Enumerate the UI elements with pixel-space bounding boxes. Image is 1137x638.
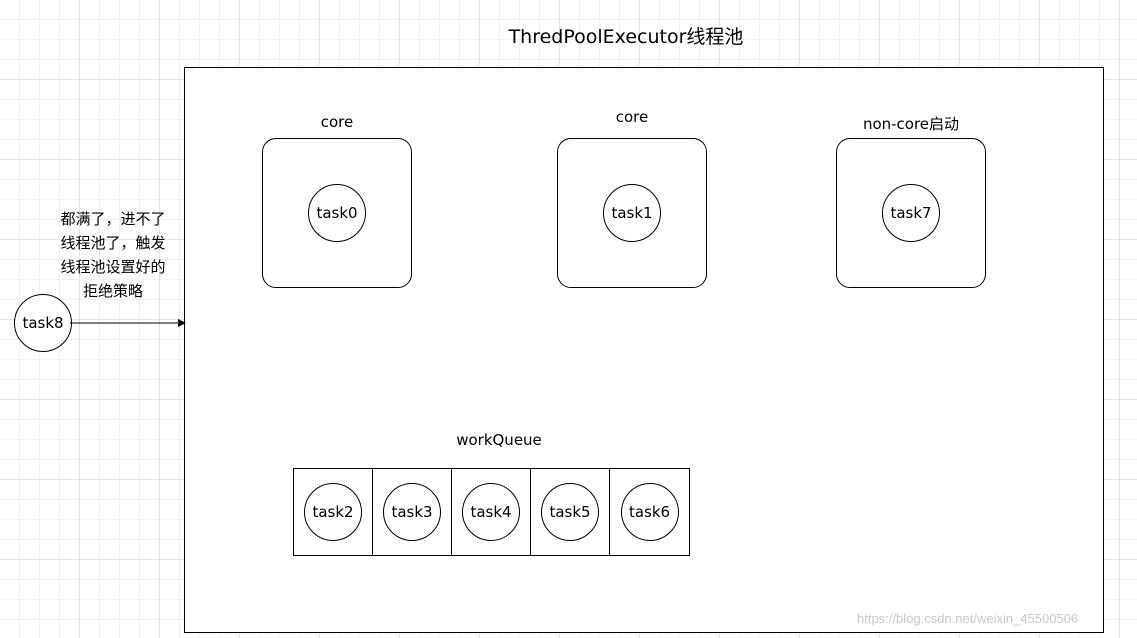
- work-queue: task2 task3 task4 task5 task6: [293, 468, 690, 556]
- rejection-note: 都满了，进不了线程池了，触发线程池设置好的拒绝策略: [60, 210, 166, 300]
- task-node-task3: task3: [383, 483, 441, 541]
- watermark: https://blog.csdn.net/weixin_45500506: [857, 611, 1079, 626]
- diagram-title: ThredPoolExecutor线程池: [508, 26, 744, 48]
- task-node-task1: task1: [603, 184, 661, 242]
- worker-label-core-2: core: [615, 108, 649, 126]
- work-queue-label: workQueue: [456, 431, 542, 449]
- task-node-task0: task0: [308, 184, 366, 242]
- task-node-task8: task8: [14, 294, 72, 352]
- queue-slot: task5: [531, 469, 610, 555]
- reject-arrow: [70, 319, 186, 327]
- queue-slot: task2: [294, 469, 373, 555]
- task-node-task5: task5: [541, 483, 599, 541]
- queue-slot: task4: [452, 469, 531, 555]
- task-node-task6: task6: [620, 483, 679, 541]
- task-node-task4: task4: [462, 483, 520, 541]
- worker-label-non-core: non-core启动: [862, 115, 960, 133]
- task-node-task2: task2: [304, 483, 362, 541]
- queue-slot: task3: [373, 469, 452, 555]
- task-node-task7: task7: [882, 184, 940, 242]
- worker-label-core-1: core: [320, 113, 354, 131]
- queue-slot: task6: [610, 469, 689, 555]
